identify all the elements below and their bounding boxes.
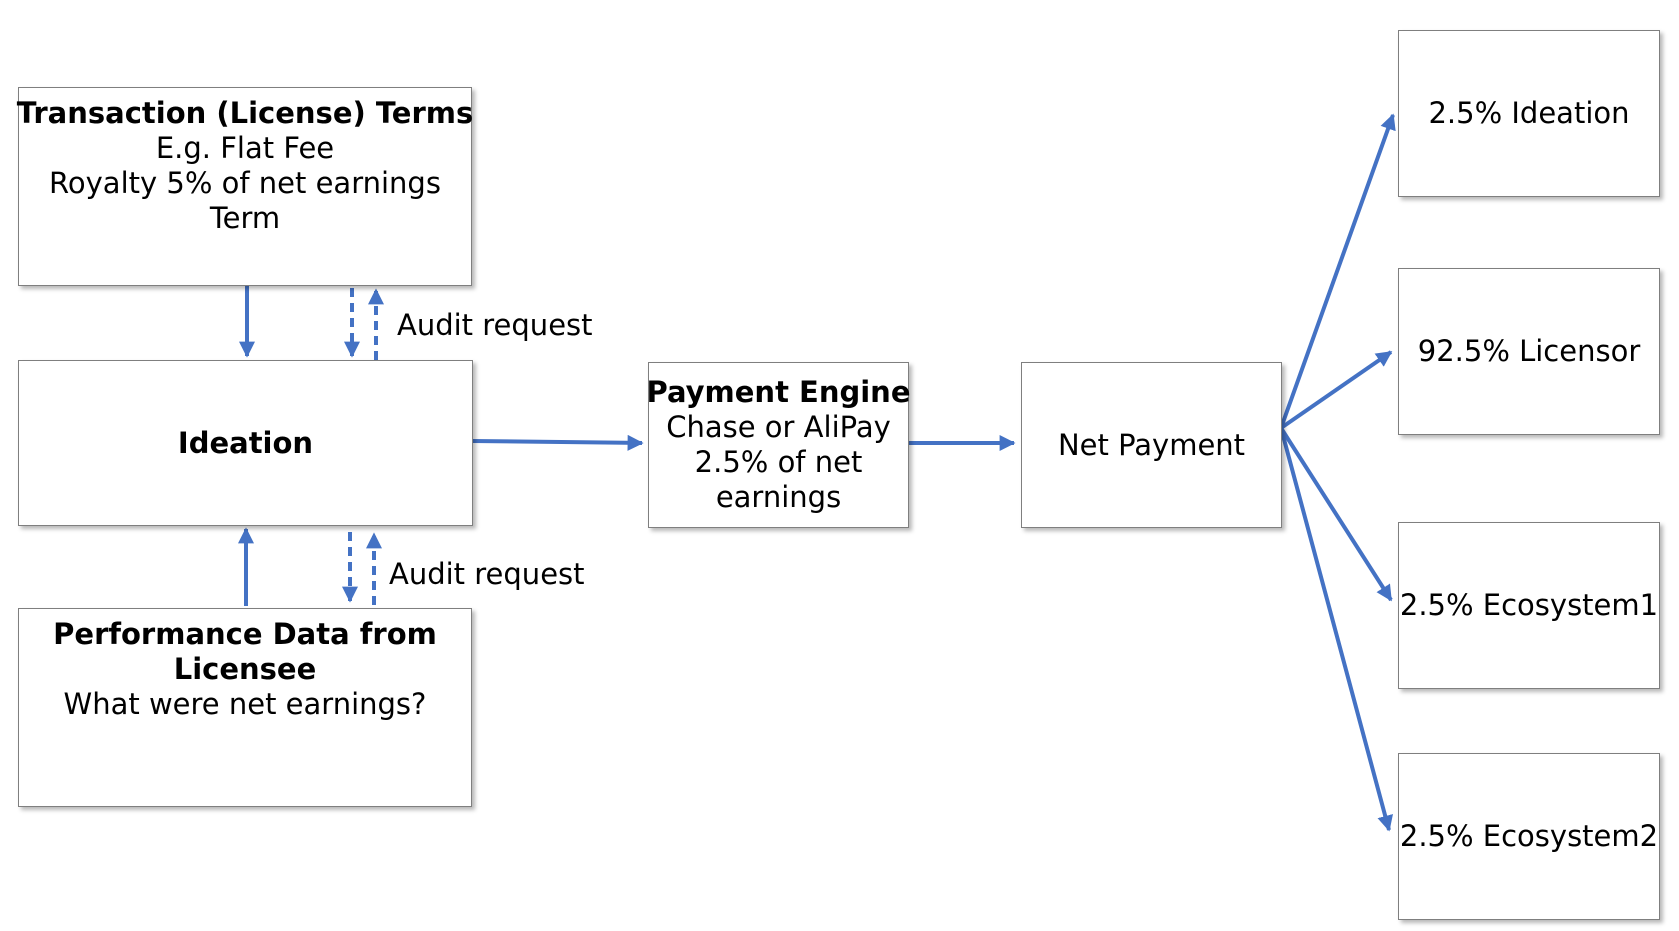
split-ideation-label: 2.5% Ideation	[1428, 96, 1630, 130]
payment-engine-box: Payment Engine Chase or AliPay 2.5% of n…	[646, 362, 911, 528]
net-payment-label: Net Payment	[1057, 427, 1246, 462]
ideation-title: Ideation	[177, 425, 314, 460]
split-ideation-box: 2.5% Ideation	[1398, 30, 1660, 197]
arrow-net-payment-to-ecosystem1	[1279, 426, 1393, 602]
performance-title-line-2: Licensee	[173, 652, 317, 686]
split-ecosystem2-label: 2.5% Ecosystem2	[1399, 819, 1659, 853]
net-payment-box: Net Payment	[1021, 362, 1282, 528]
terms-line-2: Royalty 5% of net earnings	[49, 166, 441, 200]
split-ecosystem1-label: 2.5% Ecosystem1	[1399, 588, 1659, 622]
audit-request-label-bottom: Audit request	[389, 557, 585, 591]
terms-title: Transaction (License) Terms	[16, 96, 474, 130]
arrow-net-payment-to-ideation	[1279, 113, 1396, 429]
terms-line-3: Term	[209, 201, 281, 235]
payment-engine-line-2: 2.5% of net	[694, 445, 863, 479]
performance-box: Performance Data from Licensee What were…	[18, 608, 472, 807]
audit-request-label-top: Audit request	[397, 308, 593, 342]
payment-engine-title: Payment Engine	[646, 375, 911, 409]
payment-engine-line-1: Chase or AliPay	[666, 410, 891, 444]
split-licensor-box: 92.5% Licensor	[1398, 268, 1660, 435]
arrow-net-payment-to-ecosystem2	[1279, 427, 1393, 832]
split-ecosystem2-box: 2.5% Ecosystem2	[1398, 753, 1660, 920]
performance-line-1: What were net earnings?	[63, 687, 427, 721]
ideation-box: Ideation	[18, 360, 473, 526]
arrow-ideation-to-payment-engine	[471, 434, 644, 451]
terms-line-1: E.g. Flat Fee	[155, 131, 335, 165]
split-ecosystem1-box: 2.5% Ecosystem1	[1398, 522, 1660, 689]
terms-box: Transaction (License) Terms E.g. Flat Fe…	[16, 87, 474, 286]
arrow-net-payment-to-licensor	[1279, 350, 1393, 430]
performance-title-line-1: Performance Data from	[53, 617, 437, 651]
split-licensor-label: 92.5% Licensor	[1417, 334, 1641, 368]
payment-engine-line-3: earnings	[715, 480, 842, 514]
